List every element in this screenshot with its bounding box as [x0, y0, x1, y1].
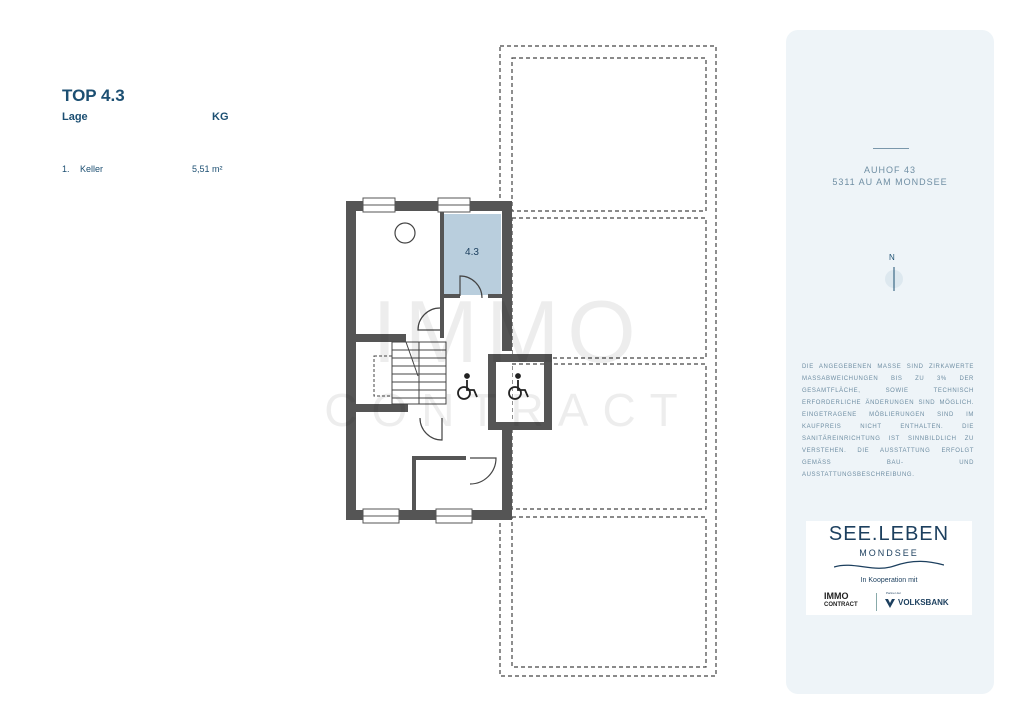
- brand-logo: SEE.LEBEN MONDSEE In Kooperation mit IMM…: [806, 521, 972, 615]
- room-row-area: 5,51 m²: [192, 164, 223, 174]
- wheelchair-icon: [508, 373, 529, 400]
- watermark-immo: IMMO: [372, 282, 644, 381]
- partner-volksbank-small: Partner der: [886, 591, 902, 595]
- north-arrow-icon: [885, 267, 903, 291]
- north-label: N: [889, 253, 895, 262]
- address-line-1: AUHOF 43: [863, 165, 916, 175]
- column-header-lage: Lage: [62, 111, 88, 123]
- doors: [417, 275, 497, 485]
- logo-cooperation: In Kooperation mit: [860, 577, 918, 584]
- partner-contract: CONTRACT: [824, 602, 858, 608]
- windows: [362, 197, 473, 524]
- address-line-2: 5311 AU AM MONDSEE: [832, 177, 948, 187]
- volksbank-icon: [885, 599, 895, 608]
- column-header-floor: KG: [212, 111, 229, 123]
- divider: [873, 148, 909, 149]
- watermark-contract: CONTRACT: [324, 384, 692, 436]
- stairs: [373, 341, 447, 405]
- round-fixture: [394, 222, 416, 244]
- room-row-number: 1.: [62, 164, 70, 174]
- walls: [346, 201, 552, 520]
- dashed-outlines: [499, 45, 717, 677]
- floor-plan: 4.3 IMMO CONTRACT: [324, 45, 717, 677]
- wave-icon: [834, 560, 944, 569]
- partner-immo: IMMO: [824, 591, 849, 601]
- disclaimer-text: Die angegebenen Maße sind zirkawerte Maß…: [802, 364, 974, 478]
- partner-separator: [876, 593, 877, 611]
- room-4-3-highlight: [443, 214, 501, 295]
- logo-title: SEE.LEBEN: [828, 523, 950, 545]
- wheelchair-icon: [457, 373, 478, 400]
- logo-subtitle: MONDSEE: [859, 548, 919, 558]
- room-label: 4.3: [465, 247, 479, 258]
- room-row-name: Keller: [80, 164, 104, 174]
- partner-volksbank: VOLKSBANK: [898, 598, 949, 607]
- unit-title: TOP 4.3: [62, 86, 125, 105]
